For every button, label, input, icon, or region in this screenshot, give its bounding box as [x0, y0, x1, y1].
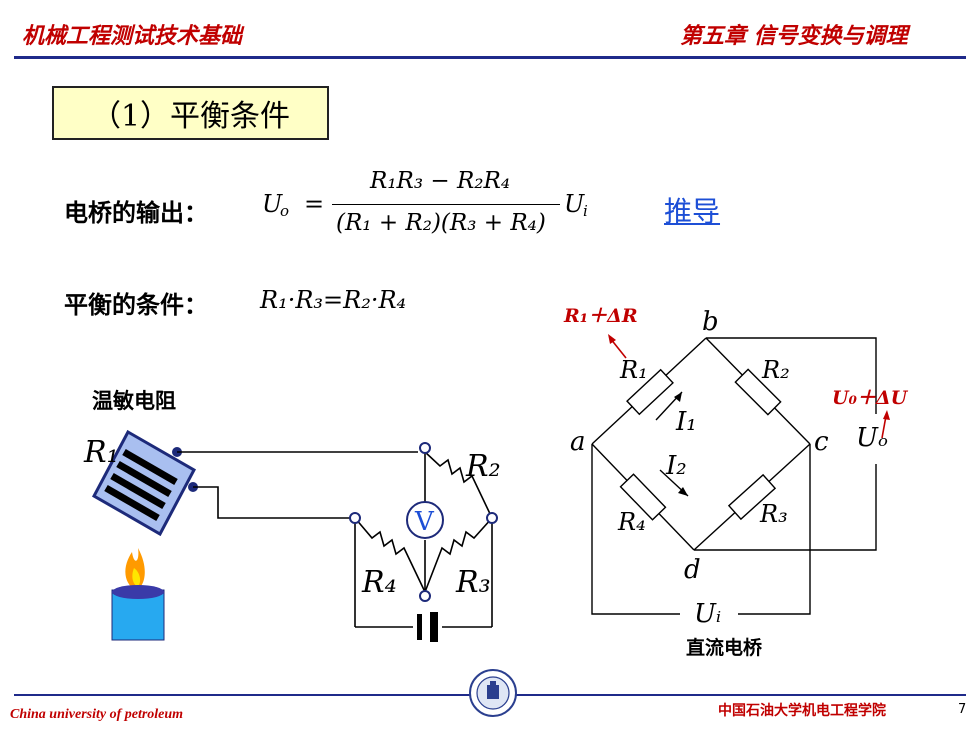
r2-resistor [734, 368, 782, 416]
r4-label: R₄ [361, 565, 397, 600]
formula-equals: = [304, 190, 325, 218]
thermistor-bridge-diagram: V R₁ R₂ R₄ R₃ [83, 429, 501, 642]
flame-icon [125, 548, 145, 590]
formula-denominator: (R₁ + R₂)(R₃ + R₄) [336, 210, 546, 236]
ui-label: Uᵢ [694, 599, 721, 629]
r1-label: R₁ [619, 356, 648, 384]
section-title: （1）平衡条件 [90, 99, 291, 134]
formula-lhs: U [262, 190, 283, 218]
section-title-box: （1）平衡条件 [52, 86, 329, 140]
formula-rhs-sub: i [583, 202, 588, 220]
thermistor-element [91, 429, 198, 537]
voltmeter-icon [406, 501, 444, 539]
footer-university: China university of petroleum [10, 707, 184, 722]
r1-resistor [626, 368, 674, 416]
uo-label: Uₒ [856, 423, 888, 453]
course-title: 机械工程测试技术基础 [22, 24, 243, 49]
delta-u-arrow [881, 415, 887, 439]
output-formula: U o = R₁R₃ − R₂R₄ (R₁ + R₂)(R₃ + R₄) U i [258, 162, 598, 252]
dc-bridge-diagram: R₁＋ΔR U₀＋ΔU b a c d R₁ R₂ R₄ R₃ I₁ I₂ Uₒ… [563, 305, 909, 659]
i2-label: I₂ [665, 451, 687, 481]
thermistor-title: 温敏电阻 [92, 389, 176, 413]
page-number: 7 [958, 702, 967, 717]
r4-resistor [619, 473, 667, 521]
node-b-label: b [702, 307, 719, 337]
delta-r-label: R₁＋ΔR [563, 305, 638, 327]
i1-label: I₁ [675, 407, 697, 437]
r3-resistor [727, 473, 777, 521]
thermistor-label: R₁ [83, 435, 119, 470]
node-bottom [419, 590, 431, 602]
node-c-label: c [814, 427, 829, 457]
node-left [349, 512, 361, 524]
node-right [486, 512, 498, 524]
header-rule [14, 56, 966, 59]
delta-u-label: U₀＋ΔU [832, 387, 909, 409]
r3-label: R₃ [759, 500, 788, 528]
university-seal-icon [469, 669, 517, 717]
r4-label: R₄ [617, 508, 646, 536]
battery-icon [417, 612, 438, 642]
node-a-label: a [570, 427, 586, 457]
footer-college: 中国石油大学机电工程学院 [718, 703, 886, 719]
chapter-title: 第五章 信号变换与调理 [680, 24, 908, 49]
r2-label: R₂ [465, 449, 501, 484]
voltmeter-label: V [414, 507, 435, 537]
balance-label: 平衡的条件： [64, 291, 208, 319]
dc-bridge-caption: 直流电桥 [686, 636, 763, 659]
r3-label: R₃ [455, 565, 491, 600]
derive-link[interactable]: 推导 [664, 195, 721, 228]
r2-label: R₂ [761, 356, 790, 384]
bridge-wiring [177, 451, 493, 628]
node-d-label: d [684, 555, 701, 585]
formula-rhs: U [564, 190, 585, 218]
formula-lhs-sub: o [280, 202, 290, 220]
node-top [419, 442, 431, 454]
fraction-bar [332, 204, 560, 205]
balance-formula: R₁·R₃=R₂·R₄ [260, 286, 407, 314]
output-label: 电桥的输出： [64, 199, 208, 227]
formula-numerator: R₁R₃ − R₂R₄ [370, 168, 511, 194]
burner-icon [111, 585, 165, 641]
